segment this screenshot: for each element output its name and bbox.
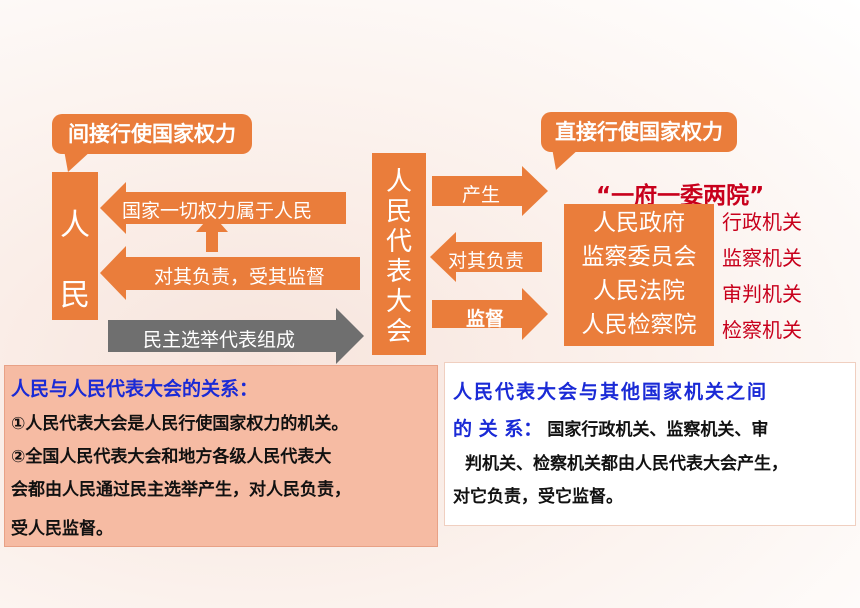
responsible-arrow <box>430 232 542 282</box>
panel-people-npc: 人民与人民代表大会的关系： ①人民代表大会是人民行使国家权力的机关。 ②全国人民… <box>4 365 438 547</box>
responsible-supervised-arrow <box>100 246 360 300</box>
people-char-1: 人 <box>60 208 90 243</box>
type-administrative: 行政机关 <box>722 210 802 234</box>
elect-label: 民主选举代表组成 <box>143 329 296 351</box>
type-supervisory: 监察机关 <box>722 246 802 270</box>
panel-left-line1: ①人民代表大会是人民行使国家权力的机关。 <box>11 414 349 434</box>
npc-char: 人 <box>385 167 412 197</box>
panel-right-text1: 国家行政机关、监察机关、审 <box>547 420 769 440</box>
responsible-label: 对其负责 <box>448 250 525 272</box>
up-arrow <box>196 214 228 252</box>
panel-right-text2: 判机关、检察机关都由人民代表大会产生， <box>465 454 788 474</box>
power-belongs-label: 国家一切权力属于人民 <box>122 200 313 222</box>
produce-arrow <box>432 166 548 216</box>
panel-right-title1: 人民代表大会与其他国家机关之间 <box>453 381 769 403</box>
npc-char: 会 <box>385 317 412 347</box>
npc-char: 民 <box>385 197 412 227</box>
type-procuratorial: 检察机关 <box>722 318 802 342</box>
organ-procuratorate: 人民检察院 <box>581 312 697 338</box>
panel-left-line4: 受人民监督。 <box>11 519 113 539</box>
npc-char: 代 <box>385 227 412 257</box>
bubble-tail-right <box>552 148 580 170</box>
panel-right-text3: 对它负责，受它监督。 <box>453 487 623 507</box>
people-box: 人 民 <box>52 172 98 320</box>
organ-supervision: 监察委员会 <box>581 244 697 270</box>
panel-left-line3: 会都由人民通过民主选举产生，对人民负责， <box>11 480 351 500</box>
organ-court: 人民法院 <box>593 278 685 304</box>
npc-char: 表 <box>385 257 412 287</box>
supervise-arrow <box>432 288 548 340</box>
power-belongs-arrow <box>100 182 346 234</box>
panel-left-line2: ②全国人民代表大会和地方各级人民代表大 <box>11 447 332 467</box>
organ-types: 行政机关 监察机关 审判机关 检察机关 <box>722 204 802 348</box>
people-char-2: 民 <box>60 278 90 313</box>
supervise-label: 监督 <box>466 308 505 330</box>
indirect-power-label: 间接行使国家权力 <box>68 122 236 146</box>
responsible-supervised-label: 对其负责，受其监督 <box>154 266 326 288</box>
elect-arrow <box>108 308 364 364</box>
type-judicial: 审判机关 <box>722 282 802 306</box>
panel-npc-organs: 人民代表大会与其他国家机关之间 的 关 系： 国家行政机关、监察机关、审 判机关… <box>444 362 856 526</box>
indirect-power-bubble: 间接行使国家权力 <box>52 114 252 154</box>
panel-right-title2: 的 关 系： <box>453 418 543 440</box>
npc-char: 大 <box>385 287 412 317</box>
panel-left-title: 人民与人民代表大会的关系： <box>11 378 259 400</box>
direct-power-bubble: 直接行使国家权力 <box>541 112 737 152</box>
npc-box: 人 民 代 表 大 会 <box>372 153 426 355</box>
organs-box: 人民政府 监察委员会 人民法院 人民检察院 <box>564 204 714 346</box>
produce-label: 产生 <box>462 184 501 206</box>
organ-government: 人民政府 <box>593 210 685 236</box>
direct-power-label: 直接行使国家权力 <box>555 120 723 144</box>
bubble-tail-left <box>64 150 92 172</box>
